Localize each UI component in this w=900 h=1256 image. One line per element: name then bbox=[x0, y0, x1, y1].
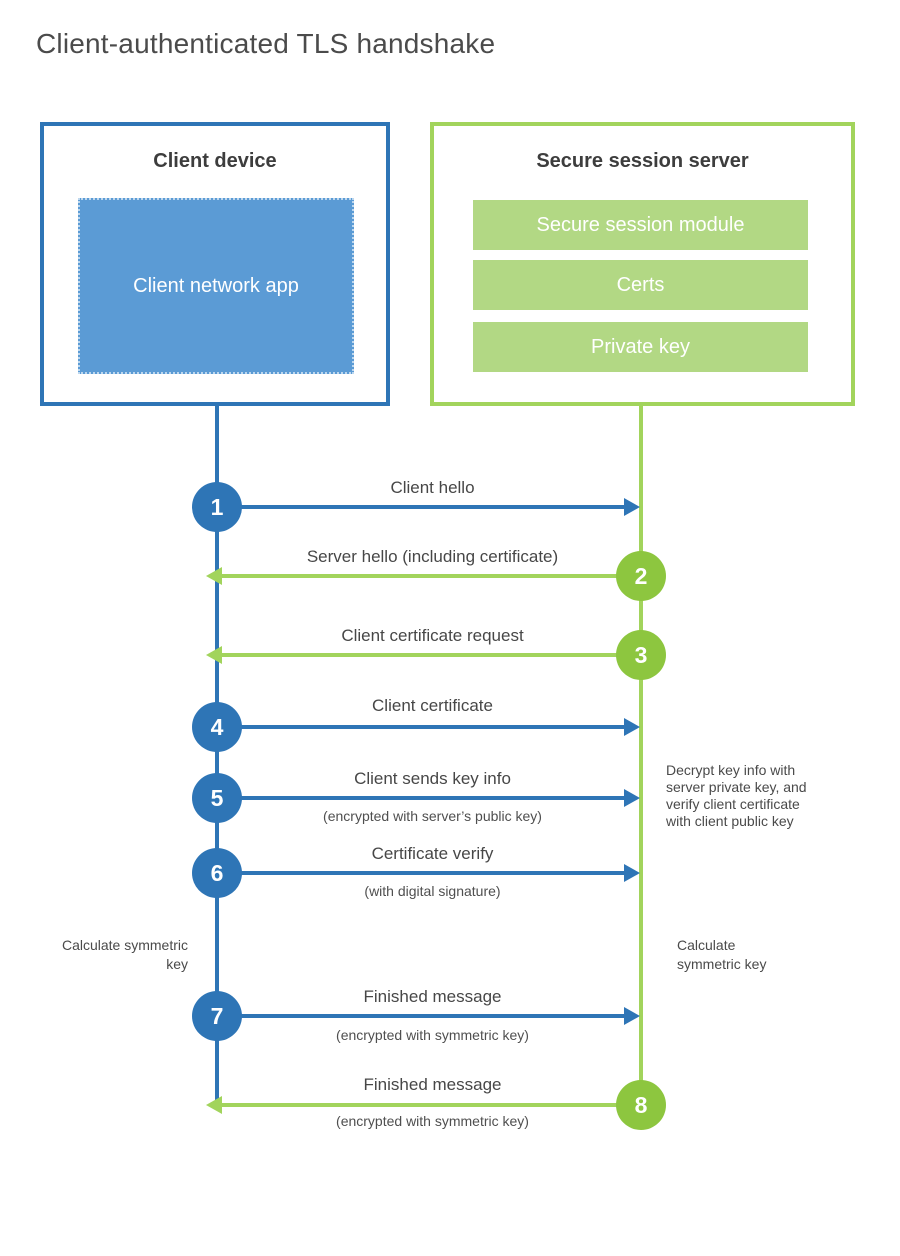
client-lifeline bbox=[215, 406, 219, 1101]
page-title: Client-authenticated TLS handshake bbox=[36, 28, 496, 59]
step-number-badge: 5 bbox=[192, 773, 242, 823]
message-label: Client certificate bbox=[372, 696, 493, 715]
secure-session-server-box: Secure session server Secure session mod… bbox=[430, 122, 855, 406]
client-device-box: Client device Client network app bbox=[40, 122, 390, 406]
arrow-line bbox=[222, 653, 618, 657]
message-label: Client hello bbox=[390, 478, 475, 497]
client-calculate-symmetric-key-note: Calculate symmetric key bbox=[61, 937, 188, 972]
message-label: Client sends key info bbox=[354, 769, 511, 788]
step-number-badge: 7 bbox=[192, 991, 242, 1041]
step-number-badge: 4 bbox=[192, 702, 242, 752]
arrow-line bbox=[222, 1103, 618, 1107]
message-label: Finished message bbox=[363, 987, 502, 1006]
server-module-secure-session: Secure session module bbox=[473, 200, 808, 250]
step-number-badge: 6 bbox=[192, 848, 242, 898]
server-decrypt-note: Decrypt key info with server private key… bbox=[666, 762, 807, 829]
message-label: Finished message bbox=[363, 1075, 502, 1094]
arrow-line bbox=[240, 505, 625, 509]
step-number-badge: 2 bbox=[616, 551, 666, 601]
arrow-left-icon bbox=[206, 567, 222, 585]
arrow-line bbox=[240, 796, 625, 800]
message-label: Server hello (including certificate) bbox=[306, 547, 559, 566]
step-number-badge: 1 bbox=[192, 482, 242, 532]
arrow-line bbox=[222, 574, 618, 578]
secure-session-server-title: Secure session server bbox=[536, 150, 749, 172]
arrow-right-icon bbox=[624, 1007, 640, 1025]
message-label: Certificate verify bbox=[371, 844, 494, 863]
server-module-certs: Certs bbox=[473, 260, 808, 310]
arrow-right-icon bbox=[624, 718, 640, 736]
arrow-right-icon bbox=[624, 864, 640, 882]
message-sublabel: (encrypted with symmetric key) bbox=[336, 1113, 529, 1129]
message-sublabel: (encrypted with server’s public key) bbox=[323, 808, 542, 824]
client-network-app-box: Client network app bbox=[78, 198, 354, 374]
message-label: Client certificate request bbox=[341, 626, 524, 645]
step-number-badge: 8 bbox=[616, 1080, 666, 1130]
arrow-left-icon bbox=[206, 1096, 222, 1114]
client-device-title: Client device bbox=[153, 150, 277, 172]
arrow-right-icon bbox=[624, 498, 640, 516]
message-sublabel: (with digital signature) bbox=[364, 883, 501, 899]
server-calculate-symmetric-key-note: Calculate symmetric key bbox=[677, 937, 767, 972]
server-lifeline bbox=[639, 406, 643, 1105]
arrow-line bbox=[240, 1014, 625, 1018]
arrow-line bbox=[240, 725, 625, 729]
message-sublabel: (encrypted with symmetric key) bbox=[336, 1027, 529, 1043]
client-network-app-label: Client network app bbox=[133, 274, 299, 297]
arrow-left-icon bbox=[206, 646, 222, 664]
step-number-badge: 3 bbox=[616, 630, 666, 680]
server-module-private-key: Private key bbox=[473, 322, 808, 372]
arrow-line bbox=[240, 871, 625, 875]
arrow-right-icon bbox=[624, 789, 640, 807]
